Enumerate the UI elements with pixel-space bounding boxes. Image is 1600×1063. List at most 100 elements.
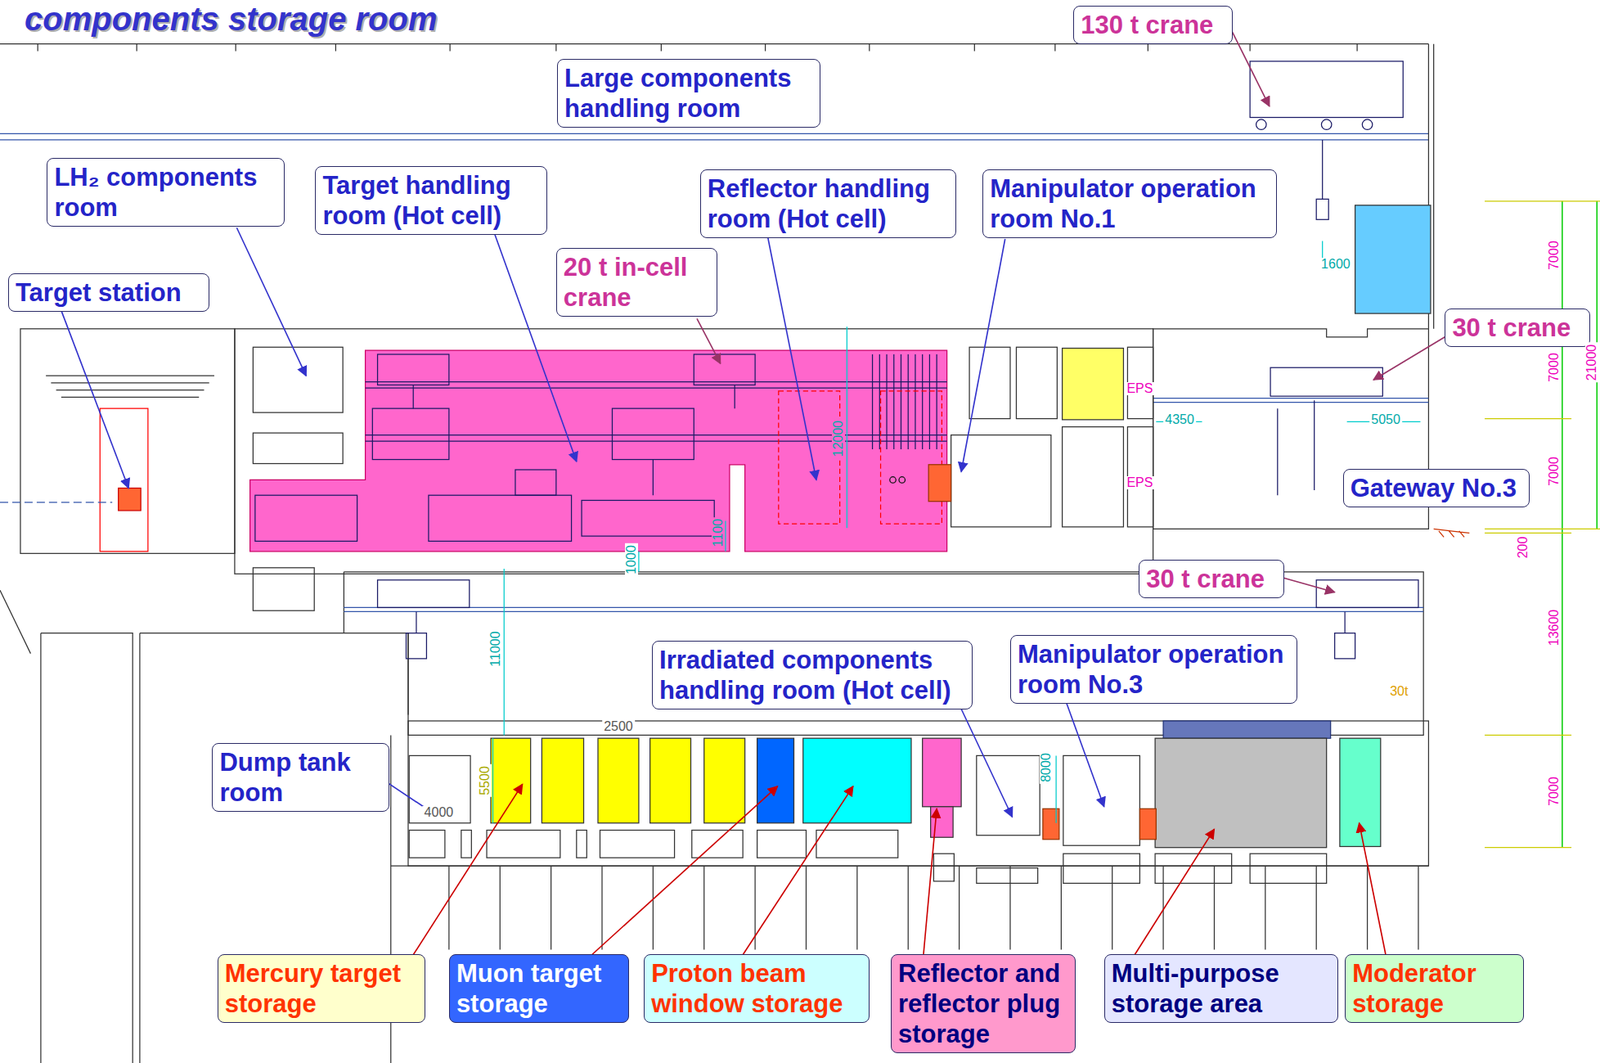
drawing-rect xyxy=(428,494,572,541)
drawing-path xyxy=(250,350,948,552)
drawing-rect xyxy=(1163,720,1331,738)
drawing-rect xyxy=(372,408,450,459)
drawing-rect xyxy=(576,829,587,858)
storage-callout: Proton beam window storage xyxy=(643,953,870,1023)
dimension-label: 5500 xyxy=(478,764,492,798)
drawing-rect xyxy=(611,408,694,459)
drawing-path xyxy=(1562,201,1597,848)
drawing-rect xyxy=(405,633,427,659)
drawing-rect xyxy=(408,755,471,823)
storage-callout: Muon target storage xyxy=(449,953,630,1023)
drawing-rect xyxy=(515,469,557,495)
drawing-path xyxy=(493,240,1421,823)
drawing-rect xyxy=(928,464,951,502)
drawing-rect xyxy=(1139,808,1156,839)
dimension-label: 4000 xyxy=(422,805,456,819)
drawing-rect xyxy=(252,567,315,611)
callout-text: Manipulator operation room No.3 xyxy=(1017,638,1290,700)
drawing-circle xyxy=(1256,119,1267,130)
room-callout: LH₂ components room xyxy=(46,157,285,227)
drawing-path xyxy=(696,318,721,364)
dimension-label: 8000 xyxy=(1039,750,1053,784)
room-callout: Reflector handling room (Hot cell) xyxy=(700,169,957,239)
drawing-rect xyxy=(377,354,450,385)
callout-text: Dump tank room xyxy=(219,746,382,808)
storage-callout: Moderator storage xyxy=(1344,953,1524,1023)
drawing-path xyxy=(742,786,854,955)
drawing-g xyxy=(0,44,1434,1063)
dimension-label: 2500 xyxy=(602,719,635,733)
drawing-path xyxy=(413,384,735,495)
drawing-path xyxy=(1134,828,1214,954)
callout-text: 130 t crane xyxy=(1080,9,1226,41)
callout-text: Reflector handling room (Hot cell) xyxy=(707,173,949,234)
drawing-path xyxy=(415,611,417,633)
drawing-path xyxy=(1373,337,1445,380)
drawing-g xyxy=(1562,201,1597,848)
drawing-rect xyxy=(490,737,531,823)
drawing-path xyxy=(365,382,948,441)
drawing-rect xyxy=(1249,61,1403,118)
drawing-rect xyxy=(541,737,584,823)
drawing-rect xyxy=(600,829,675,858)
drawing-rect xyxy=(778,391,841,524)
dimension-label: 30t xyxy=(1388,684,1410,698)
drawing-rect xyxy=(1155,853,1232,883)
drawing-path xyxy=(1344,611,1346,633)
crane-callout: 30 t crane xyxy=(1444,308,1590,347)
drawing-rect xyxy=(1355,205,1431,314)
room-callout: Dump tank room xyxy=(211,742,389,812)
drawing-path xyxy=(0,44,1429,52)
room-callout: Large components handling room xyxy=(557,58,821,128)
drawing-path xyxy=(961,238,1006,472)
callout-text: Gateway No.3 xyxy=(1350,472,1524,504)
storage-callout: Reflector and reflector plug storage xyxy=(890,953,1076,1053)
drawing-rect xyxy=(757,829,807,858)
dimension-label: 1100 xyxy=(711,516,725,549)
room-callout: Irradiated components handling room (Hot… xyxy=(651,640,973,710)
drawing-path xyxy=(1283,577,1335,592)
dimension-label: EPS xyxy=(1124,382,1155,396)
callout-text: Moderator storage xyxy=(1352,957,1517,1019)
diagram-title: components storage room xyxy=(24,0,438,38)
dimension-label: 11000 xyxy=(489,629,503,669)
drawing-rect xyxy=(1063,853,1141,883)
callout-text: Target handling room (Hot cell) xyxy=(322,170,540,231)
drawing-rect xyxy=(20,328,235,554)
drawing-g xyxy=(255,354,948,541)
drawing-path xyxy=(1433,528,1470,537)
dimension-label: 7000 xyxy=(1547,350,1561,384)
drawing-rect xyxy=(408,720,1429,866)
drawing-rect xyxy=(252,432,343,463)
drawing-rect xyxy=(255,494,358,541)
drawing-path xyxy=(236,227,306,376)
drawing-rect xyxy=(1062,426,1124,527)
callout-text: 20 t in-cell crane xyxy=(563,251,711,313)
drawing-rect xyxy=(461,829,472,858)
drawing-path xyxy=(767,234,817,480)
drawing-g xyxy=(1484,201,1600,848)
dimension-label: 7000 xyxy=(1547,455,1561,489)
callout-text: LH₂ components room xyxy=(53,161,278,223)
drawing-rect xyxy=(816,829,899,858)
drawing-circle xyxy=(1321,119,1331,130)
drawing-rect xyxy=(757,737,795,823)
callout-text: Proton beam window storage xyxy=(651,957,863,1019)
callout-text: Irradiated components handling room (Hot… xyxy=(659,644,966,706)
room-callout: Target handling room (Hot cell) xyxy=(314,166,547,235)
drawing-circle xyxy=(889,476,896,483)
callout-text: Large components handling room xyxy=(564,62,814,124)
drawing-rect xyxy=(1316,579,1419,608)
callout-text: Mercury target storage xyxy=(224,957,419,1019)
drawing-rect xyxy=(1042,808,1060,839)
drawing-path xyxy=(959,704,1013,817)
room-callout: Manipulator operation room No.1 xyxy=(982,169,1277,239)
dimension-label: 1600 xyxy=(1319,257,1353,271)
drawing-rect xyxy=(922,737,962,807)
dimension-label: 7000 xyxy=(1547,774,1561,808)
storage-callout: Mercury target storage xyxy=(217,953,427,1023)
drawing-rect xyxy=(692,829,743,858)
dimension-label: 5050 xyxy=(1369,413,1403,427)
drawing-rect xyxy=(693,354,756,385)
